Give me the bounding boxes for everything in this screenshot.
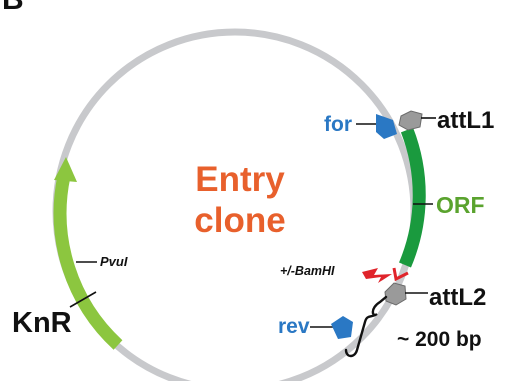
primer-rev-arrow-icon bbox=[331, 316, 353, 339]
knr-label: KnR bbox=[12, 307, 72, 339]
attl2-box bbox=[384, 282, 407, 306]
orf-label: ORF bbox=[436, 192, 485, 218]
bamhi-label: +/-BamHI bbox=[280, 264, 335, 278]
knr-arc bbox=[53, 174, 123, 350]
knr-arrowhead bbox=[54, 157, 77, 182]
orf-arc bbox=[398, 127, 426, 268]
panel-letter: B bbox=[2, 0, 24, 16]
pvui-label: PvuI bbox=[100, 254, 128, 269]
primer-for-label: for bbox=[324, 113, 352, 136]
bamhi-site-mark bbox=[392, 267, 409, 282]
size-bracket bbox=[344, 295, 388, 358]
attl2-label: attL2 bbox=[429, 284, 486, 311]
center-label-line2: clone bbox=[194, 201, 285, 240]
primer-rev-label: rev bbox=[278, 315, 310, 338]
center-label-line1: Entry bbox=[195, 160, 285, 199]
size-label: ~ 200 bp bbox=[397, 328, 482, 351]
attl1-label: attL1 bbox=[437, 107, 494, 134]
primer-for-arrow-icon bbox=[376, 114, 397, 139]
attl1-box bbox=[398, 110, 423, 131]
knr-leader bbox=[69, 291, 97, 308]
bamhi-lightning-icon bbox=[362, 268, 392, 283]
